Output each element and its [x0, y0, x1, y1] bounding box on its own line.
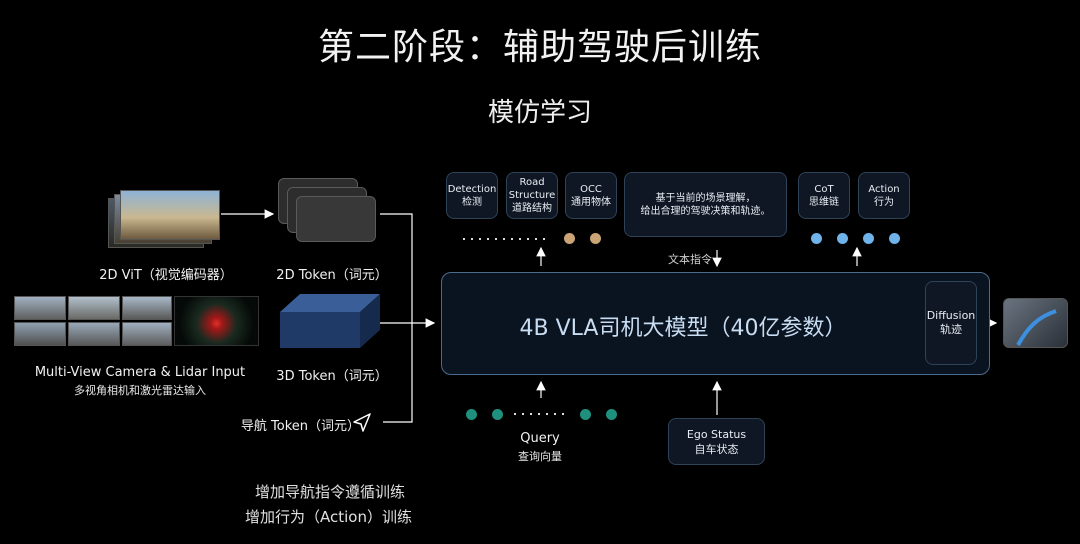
road-en-1: Road [519, 177, 545, 188]
ego-en: Ego Status [686, 427, 747, 441]
scene-decision-box: 基于当前的场景理解， 给出合理的驾驶决策和轨迹。 [624, 172, 787, 237]
query-dot [466, 409, 477, 420]
detection-en: Detection [447, 183, 497, 195]
token-2d-label: 2D Token（词元） [276, 268, 388, 283]
occ-en: OCC [580, 183, 602, 195]
cot-dot [811, 233, 822, 244]
scene-line-1: 基于当前的场景理解， [655, 192, 756, 204]
token-3d-label: 3D Token（词元） [276, 369, 388, 384]
action-box: Action 行为 [858, 172, 910, 219]
query-dot [492, 409, 503, 420]
query-dot [580, 409, 591, 420]
note-nav-training: 增加导航指令遵循训练 [255, 483, 406, 501]
road-en-2: Structure [508, 190, 556, 201]
action-dot [863, 233, 874, 244]
query-label-en: Query [520, 431, 560, 446]
multi-view-camera-images [14, 296, 259, 346]
vit-label: 2D ViT（视觉编码器） [99, 268, 233, 283]
action-cn: 行为 [874, 196, 894, 208]
cot-dot [837, 233, 848, 244]
cot-cn: 思维链 [809, 196, 839, 208]
diffusion-en: Diffusion [926, 309, 976, 322]
page-title: 第二阶段：辅助驾驶后训练 [317, 27, 762, 68]
road-cn: 道路结构 [512, 203, 552, 214]
vla-model-label: 4B VLA司机大模型（40亿参数） [519, 316, 847, 341]
cot-box: CoT 思维链 [798, 172, 850, 219]
camera-label-en: Multi-View Camera & Lidar Input [34, 365, 246, 380]
ego-status-box: Ego Status 自车状态 [668, 418, 765, 465]
camera-label-cn: 多视角相机和激光雷达输入 [74, 384, 206, 397]
token-nav-label: 导航 Token（词元） [240, 419, 360, 434]
lidar-image [174, 296, 259, 346]
occ-dot [590, 233, 601, 244]
cot-en: CoT [814, 183, 834, 195]
occ-dot [564, 233, 575, 244]
query-label-cn: 查询向量 [518, 450, 562, 463]
action-dot [889, 233, 900, 244]
section-subtitle: 模仿学习 [487, 98, 592, 128]
text-instruction-label: 文本指令 [668, 253, 712, 266]
navigation-arrow-icon [353, 413, 371, 432]
road-structure-box: Road Structure 道路结构 [506, 172, 558, 219]
occ-box: OCC 通用物体 [565, 172, 617, 219]
action-en: Action [868, 183, 900, 195]
token-3d-block [280, 294, 380, 348]
vit-image-stack [108, 190, 220, 248]
note-action-training: 增加行为（Action）训练 [245, 508, 412, 526]
diffusion-box: Diffusion 轨迹 [925, 281, 977, 365]
trajectory-output-image [1003, 298, 1068, 348]
occ-cn: 通用物体 [571, 196, 611, 208]
token-2d-stack [278, 178, 378, 252]
detection-cn: 检测 [462, 196, 482, 208]
detection-box: Detection 检测 [446, 172, 498, 219]
diffusion-cn: 轨迹 [940, 323, 962, 336]
ego-cn: 自车状态 [694, 442, 739, 456]
scene-line-2: 给出合理的驾驶决策和轨迹。 [640, 205, 771, 217]
vla-model-box [441, 272, 990, 375]
query-dot [606, 409, 617, 420]
